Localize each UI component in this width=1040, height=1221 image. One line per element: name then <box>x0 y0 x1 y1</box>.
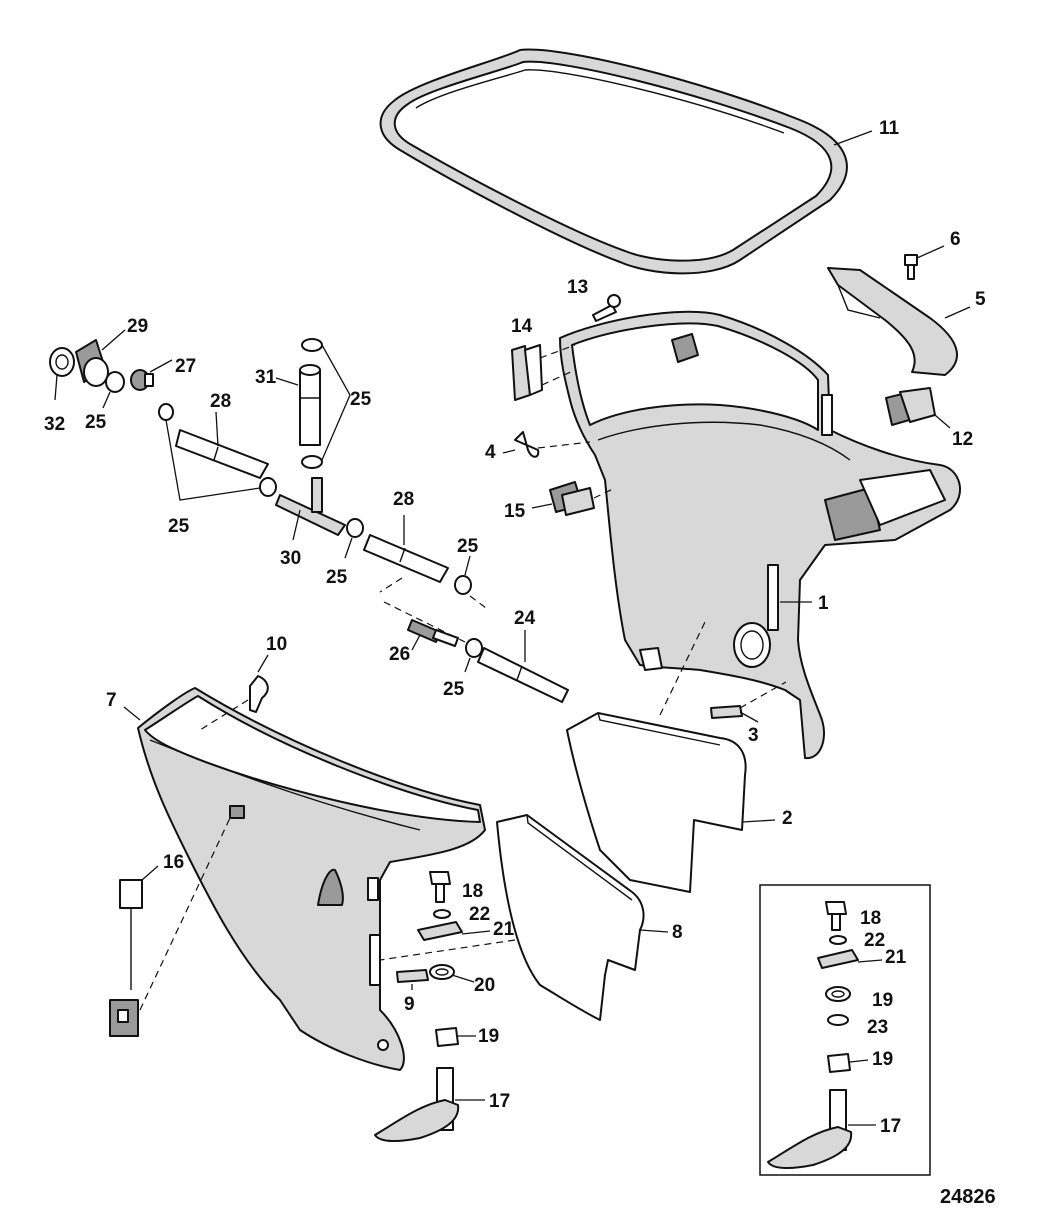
inset-callout-22: 22 <box>864 930 885 951</box>
handle-part-17 <box>374 1067 460 1142</box>
callout-25-a: 25 <box>85 412 107 433</box>
inset-washer-part-22 <box>829 935 847 945</box>
callout-10: 10 <box>266 634 287 655</box>
callout-13: 13 <box>567 277 588 298</box>
callout-26: 26 <box>389 644 410 665</box>
clip-part-10 <box>249 675 269 713</box>
callout-4: 4 <box>485 442 496 463</box>
bracket-part-5 <box>827 267 958 376</box>
inset-grommet-part-19 <box>825 986 851 1002</box>
grommet-part-20 <box>429 964 455 980</box>
clamp-part-25-a <box>105 371 125 393</box>
callout-7: 7 <box>106 690 117 711</box>
callout-22: 22 <box>469 904 490 925</box>
latch-part-12 <box>885 387 936 426</box>
bolt-part-18 <box>429 871 451 903</box>
lower-cowl-part-7 <box>137 687 486 1071</box>
inset-ring-part-23 <box>827 1014 849 1026</box>
hose-part-28-b <box>363 534 449 583</box>
inset-bolt-part-18 <box>825 901 847 931</box>
inset-callout-17: 17 <box>880 1116 901 1137</box>
connector-part-27 <box>130 369 154 391</box>
inset-callout-19-a: 19 <box>872 990 893 1011</box>
callout-28-a: 28 <box>210 391 231 412</box>
inset-callout-18: 18 <box>860 908 881 929</box>
panel-part-8 <box>496 814 645 1021</box>
callout-9: 9 <box>404 994 415 1015</box>
callout-17: 17 <box>489 1091 510 1112</box>
callout-1: 1 <box>818 593 829 614</box>
callout-25-c: 25 <box>168 516 190 537</box>
panel-part-2 <box>566 712 747 893</box>
clamp-part-25-f <box>454 575 472 595</box>
callout-29: 29 <box>127 316 148 337</box>
strip-part-9 <box>396 969 429 983</box>
clamp-part-25-c <box>259 477 277 497</box>
callout-21: 21 <box>493 919 515 940</box>
callout-28-b: 28 <box>393 489 414 510</box>
callout-25-d: 25 <box>350 389 372 410</box>
callout-16: 16 <box>163 852 184 873</box>
clamp-part-25-e <box>346 518 364 538</box>
inset-box <box>759 884 931 1176</box>
chaps-cowl-part-1 <box>559 310 961 760</box>
fitting-part-29 <box>75 339 109 387</box>
callout-27: 27 <box>175 356 196 377</box>
hose-part-24 <box>477 647 569 703</box>
callout-24: 24 <box>514 608 536 629</box>
figure-number: 24826 <box>940 1186 996 1208</box>
callout-11: 11 <box>879 118 900 139</box>
part-3 <box>710 681 787 719</box>
tube-part-31 <box>299 364 321 446</box>
inset-callout-19-b: 19 <box>872 1049 893 1070</box>
valve-part-26 <box>379 577 487 647</box>
inset-nut-part-19 <box>827 1053 851 1073</box>
callout-25-e: 25 <box>326 567 348 588</box>
callout-25-f: 25 <box>457 536 479 557</box>
callout-31: 31 <box>255 367 277 388</box>
latch-part-21 <box>417 921 463 941</box>
inset-callout-23: 23 <box>867 1017 888 1038</box>
callout-25-g: 25 <box>443 679 465 700</box>
callout-19: 19 <box>478 1026 499 1047</box>
clamp-part-25-g <box>465 638 483 658</box>
tee-fitting-part-30 <box>275 477 346 536</box>
hose-part-28-a <box>175 429 269 479</box>
bracket-part-14 <box>511 344 543 401</box>
callout-30: 30 <box>280 548 301 569</box>
callout-18: 18 <box>462 881 483 902</box>
ring-part-32 <box>49 347 75 377</box>
clamp-part-25-b <box>158 403 174 421</box>
inset-latch-part-21 <box>817 949 859 969</box>
nut-part-19 <box>435 1027 459 1047</box>
callout-14: 14 <box>511 316 533 337</box>
screw-part-13 <box>592 294 621 322</box>
callout-8: 8 <box>672 922 683 943</box>
seal-ring-part-11 <box>379 48 848 275</box>
callout-12: 12 <box>952 429 973 450</box>
washer-part-22 <box>433 909 451 919</box>
callout-3: 3 <box>748 725 759 746</box>
callout-2: 2 <box>782 808 793 829</box>
callout-5: 5 <box>975 289 986 310</box>
callout-20: 20 <box>474 975 495 996</box>
callout-32: 32 <box>44 414 65 435</box>
callout-6: 6 <box>950 229 961 250</box>
plug-part-15 <box>549 481 595 516</box>
inset-handle-part-17 <box>767 1089 853 1169</box>
screw-part-6 <box>904 254 918 280</box>
inset-callout-21: 21 <box>885 947 907 968</box>
harness-part-16 <box>109 879 143 1037</box>
clip-part-4 <box>514 431 540 458</box>
callout-15: 15 <box>504 501 526 522</box>
